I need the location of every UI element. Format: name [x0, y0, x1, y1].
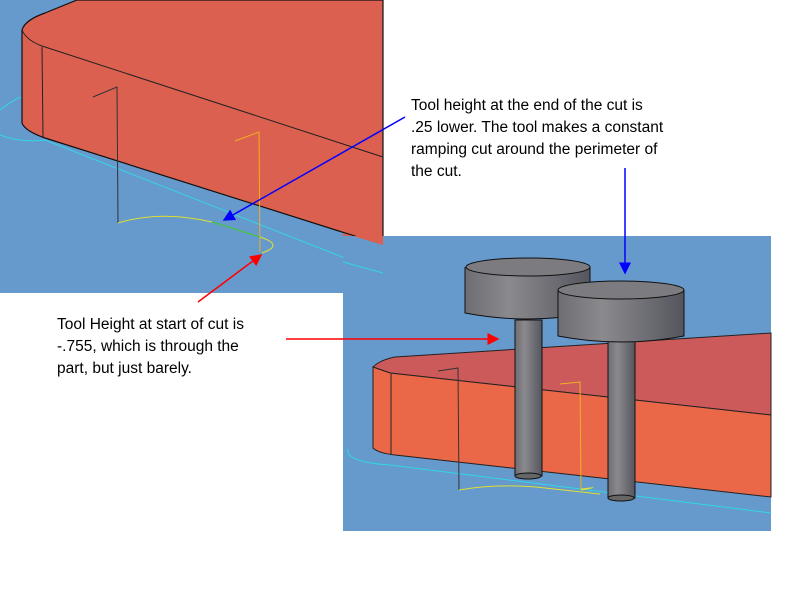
tool-end: [557, 280, 685, 502]
viewport-closeup: [0, 0, 384, 293]
ramp-arc: [117, 215, 261, 238]
tool-exit-line: [234, 131, 261, 253]
viewport-tools: [342, 233, 772, 531]
annotation-start-of-cut: Tool Height at start of cut is -.755, wh…: [57, 316, 244, 377]
annotation-end-of-cut: Tool height at the end of the cut is .25…: [411, 97, 664, 180]
part-block: [21, 0, 384, 246]
toolpath-outline: [0, 134, 384, 274]
part-top-face: [372, 332, 772, 416]
part-front-face: [372, 366, 772, 498]
tool-entry-line: [92, 86, 119, 224]
arrow-end-of-cut: [222, 116, 406, 221]
arrow-start-of-cut: [197, 254, 263, 303]
